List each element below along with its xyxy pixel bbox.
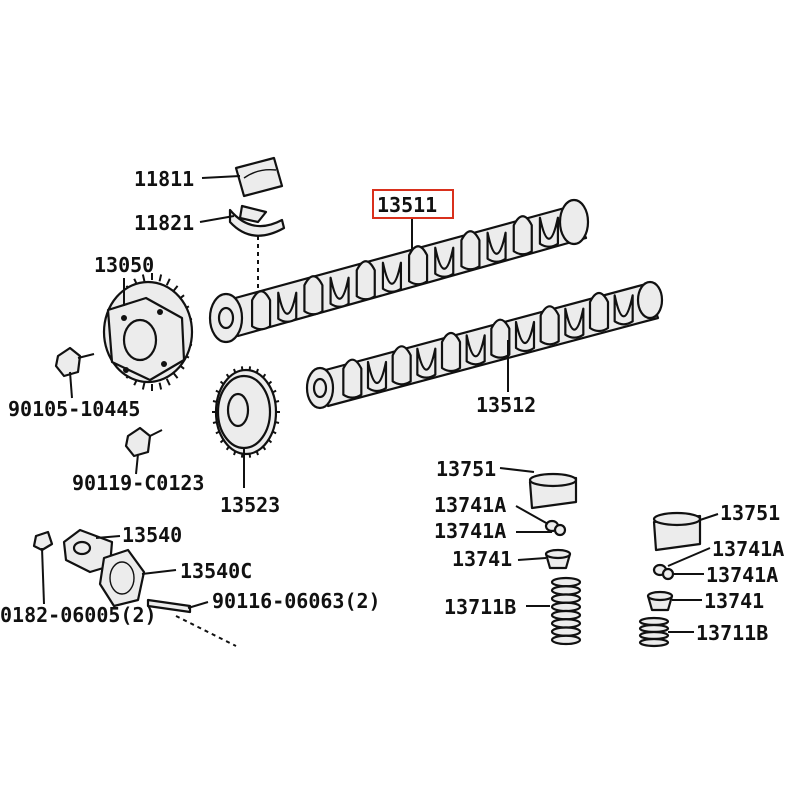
camshaft-13511[interactable] xyxy=(208,198,590,344)
gear-tooth xyxy=(141,274,146,282)
label-11811[interactable]: 11811 xyxy=(134,167,194,191)
spring-coil xyxy=(550,585,582,596)
leader-dash-stud xyxy=(175,615,237,647)
gear-tooth xyxy=(165,378,171,386)
cam-lobe xyxy=(514,320,536,353)
spring-coil xyxy=(638,637,670,648)
label-13741-left[interactable]: 13741 xyxy=(452,547,512,571)
sprocket-13523[interactable] xyxy=(212,366,280,458)
cam-lobe xyxy=(342,358,363,399)
housing-13540[interactable] xyxy=(62,528,114,574)
cam-lobe xyxy=(588,291,610,333)
cam-lobe xyxy=(277,291,298,323)
cam-lobe xyxy=(391,345,412,386)
keepers-13741a-left[interactable] xyxy=(544,519,567,537)
retainer-13741-right[interactable] xyxy=(646,590,674,612)
cam-lobe xyxy=(512,215,533,256)
bolt-90105-10445[interactable] xyxy=(54,346,95,378)
cam-lobe xyxy=(538,216,560,248)
spring-coil xyxy=(550,626,582,637)
label-13741a-left-2[interactable]: 13741A xyxy=(434,519,506,543)
plug-90182-06005[interactable] xyxy=(32,530,54,552)
retainer-13741-left[interactable] xyxy=(544,548,572,570)
cam-lobe xyxy=(486,231,507,263)
cam-lobe xyxy=(250,290,272,331)
cam-lobe xyxy=(416,347,437,379)
label-90182-06005[interactable]: 0182-06005(2) xyxy=(0,603,157,627)
cam-lobe xyxy=(564,307,585,339)
label-13512[interactable]: 13512 xyxy=(476,393,536,417)
cam-lobe xyxy=(355,260,376,301)
cam-lobe xyxy=(407,245,429,286)
label-13711b-left[interactable]: 13711B xyxy=(444,595,516,619)
label-13751-left[interactable]: 13751 xyxy=(436,457,496,481)
gear-tooth xyxy=(141,382,146,390)
spring-coil xyxy=(550,634,582,646)
leader-lines xyxy=(41,175,719,633)
spring-coil xyxy=(550,609,582,621)
spring-coil xyxy=(550,576,582,588)
label-13741a-right-2[interactable]: 13741A xyxy=(706,563,778,587)
label-90105-10445[interactable]: 90105-10445 xyxy=(8,397,140,421)
camshaft-13512[interactable] xyxy=(305,280,664,410)
spring-coil xyxy=(550,593,582,604)
cam-lobe xyxy=(440,331,462,373)
cam-lobe xyxy=(381,261,403,293)
gear-tooth xyxy=(158,274,163,282)
bearing-cap-11811[interactable] xyxy=(234,156,284,198)
lifter-13751-right[interactable] xyxy=(652,511,702,552)
label-13711b-right[interactable]: 13711B xyxy=(696,621,768,645)
label-13751-right[interactable]: 13751 xyxy=(720,501,780,525)
label-13050[interactable]: 13050 xyxy=(94,253,154,277)
cam-lobe xyxy=(329,276,350,308)
spring-13711b-right[interactable] xyxy=(638,616,670,648)
lifter-13751-left[interactable] xyxy=(528,472,578,510)
cam-lobe xyxy=(465,334,486,366)
cam-lobe xyxy=(539,305,560,346)
keepers-13741a-right[interactable] xyxy=(652,563,675,581)
label-90119-c0123[interactable]: 90119-C0123 xyxy=(72,471,204,495)
label-11821[interactable]: 11821 xyxy=(134,211,194,235)
label-13741-right[interactable]: 13741 xyxy=(704,589,764,613)
label-90116-06063[interactable]: 90116-06063(2) xyxy=(212,589,381,613)
gear-tooth xyxy=(158,382,163,390)
label-13540[interactable]: 13540 xyxy=(122,523,182,547)
cam-lobe xyxy=(490,318,511,359)
cam-lobe xyxy=(613,294,634,326)
stud-90116-06063[interactable] xyxy=(146,598,192,614)
gear-tooth xyxy=(165,278,171,286)
highlight-box xyxy=(372,189,454,219)
bolt-90119-c0123[interactable] xyxy=(124,426,163,458)
cam-lobe xyxy=(366,360,388,393)
vvt-gear-13050[interactable] xyxy=(102,273,194,391)
spring-13711b-left[interactable] xyxy=(550,576,582,646)
label-13741a-left-1[interactable]: 13741A xyxy=(434,493,506,517)
label-13741a-right-1[interactable]: 13741A xyxy=(712,537,784,561)
cam-lobe xyxy=(303,275,324,316)
label-13523[interactable]: 13523 xyxy=(220,493,280,517)
cam-lobe xyxy=(434,246,455,278)
bearing-half-11821[interactable] xyxy=(228,204,286,237)
spring-coil xyxy=(550,601,582,613)
spring-coil xyxy=(550,618,582,629)
label-13540c[interactable]: 13540C xyxy=(180,559,252,583)
cam-lobe xyxy=(460,230,481,271)
label-13511[interactable]: 13511 xyxy=(377,193,437,217)
gasket-13540c[interactable] xyxy=(98,548,146,608)
